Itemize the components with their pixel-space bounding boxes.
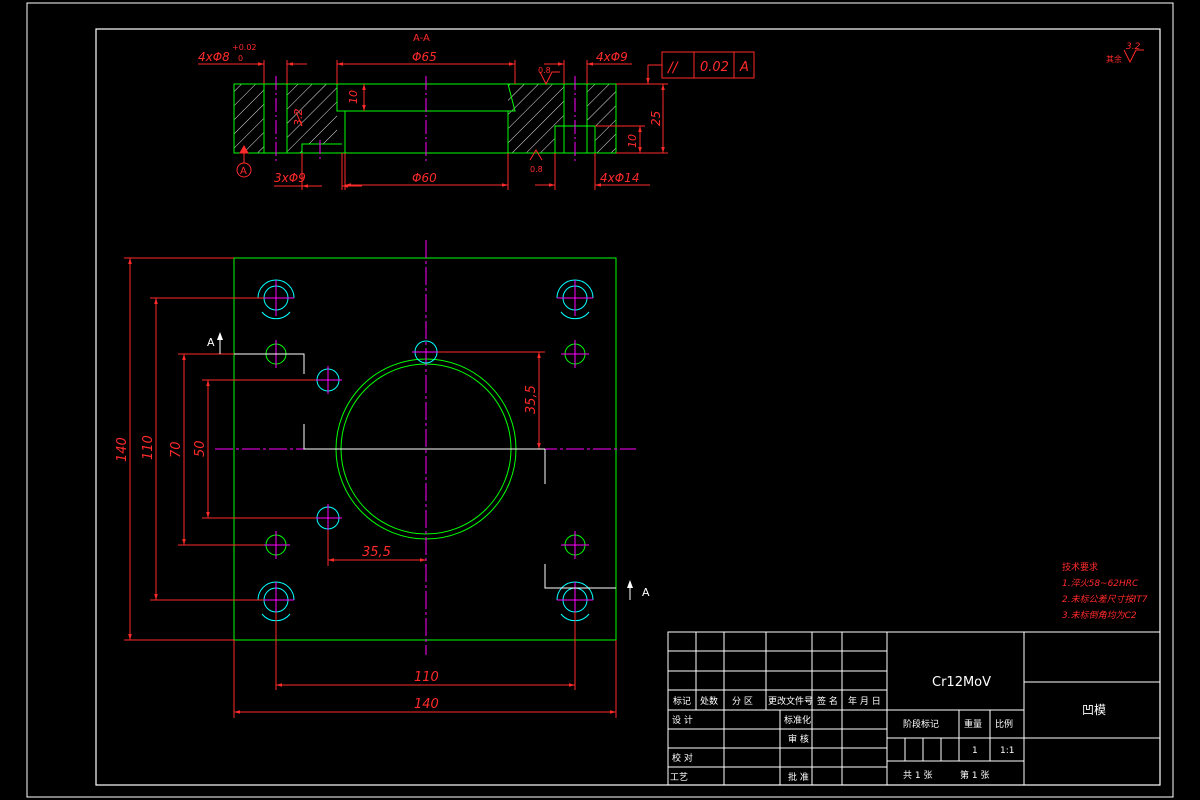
dim-top-dia: Φ65 [412,50,437,64]
dim-140-vertical: 140 [115,437,130,462]
rev-header-docno: 更改文件号 [768,695,813,707]
tech-req-title: 技术要求 [1062,561,1098,573]
rough-left: 3.2 [292,109,305,127]
tol-symbol: // [666,60,679,76]
dim-70-vertical: 70 [169,441,184,458]
rough-bot: 0.8 [530,165,543,174]
tech-req-item-1: 1.淬火58~62HRC [1062,578,1139,589]
dim-110-vertical: 110 [141,435,156,460]
tol-value: 0.02 [700,60,729,75]
row-check: 校 对 [672,752,693,764]
dim-35-5-vertical: 35,5 [524,385,539,414]
dim-height25: 25 [649,111,663,126]
row-process: 工艺 [670,772,688,783]
section-view: A-A 4xΦ8 +0.02 0 Φ65 4xΦ9 0.8 10 3.2 25 … [198,33,755,190]
stage-label: 阶段标记 [903,718,939,730]
dim-depth10: 10 [347,90,360,104]
material: Cr12MoV [932,675,991,690]
dim-height10: 10 [626,134,639,148]
dim-bot-left: 3xΦ9 [274,171,306,185]
tech-requirements: 技术要求 1.淬火58~62HRC 2.未标公差尺寸按IT7 3.未标倒角均为C… [1062,561,1148,621]
inner-frame [95,28,1161,786]
weight-label: 重量 [964,718,982,730]
rev-header-count: 处数 [700,695,718,707]
dim-50-vertical: 50 [193,440,208,457]
tol-datum: A [739,60,749,75]
sheets-total: 共 1 张 [903,770,932,781]
rev-header-mark: 标记 [673,695,691,707]
corner-rough-note: 其余 [1106,54,1122,64]
part-name: 凹模 [1082,703,1106,717]
rev-header-sign: 签 名 [817,695,838,707]
dim-140-horizontal: 140 [414,697,439,712]
row-standard: 标准化 [784,714,811,726]
plan-view: 140 110 70 50 35,5 35,5 110 140 A A [115,240,650,718]
datum-a: A [240,166,247,177]
outer-border [26,2,1174,798]
cut-label-bottom: A [642,586,650,599]
row-audit: 审 核 [788,733,809,745]
scale-label: 比例 [995,718,1013,730]
title-block [667,631,1161,786]
rough-top: 0.8 [538,66,551,75]
dim-top-right-holes: 4xΦ9 [596,50,628,64]
scale-value: 1:1 [1000,746,1014,756]
sheet-number: 第 1 张 [960,769,989,781]
corner-roughness: 3.2 其余 [1106,42,1144,64]
corner-rough-value: 3.2 [1126,42,1141,52]
rev-header-date: 年 月 日 [848,695,881,707]
dim-110-horizontal: 110 [414,670,439,685]
dim-left-tol: +0.02 [232,43,257,52]
dim-left-tol2: 0 [238,54,243,63]
rev-header-zone: 分 区 [732,696,753,707]
quantity: 1 [972,746,978,756]
dim-bot-right: 4xΦ14 [600,171,639,185]
row-design: 设 计 [672,714,693,726]
dim-35-5-horizontal: 35,5 [362,545,391,560]
cut-label-top: A [207,336,215,349]
section-title: A-A [413,33,430,44]
dim-bot-dia: Φ60 [412,171,437,185]
tech-req-item-3: 3.未标倒角均为C2 [1062,610,1137,621]
tech-req-item-2: 2.未标公差尺寸按IT7 [1062,594,1148,605]
row-approve: 批 准 [788,771,809,783]
dim-left-holes: 4xΦ8 [198,50,230,64]
